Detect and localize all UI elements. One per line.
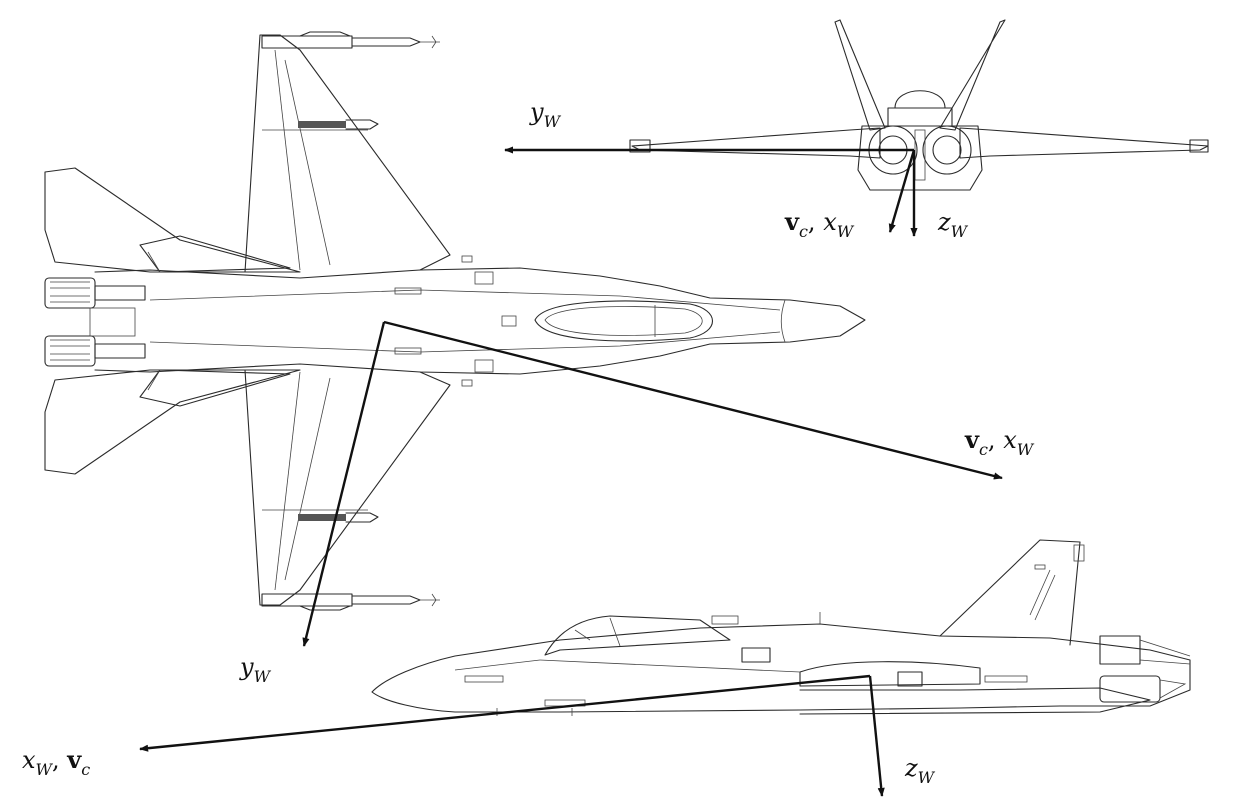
top-y-axis-arrow [302,321,386,647]
aircraft-front-view [629,19,1209,191]
side-x-velocity-label: xW, vc [22,745,90,779]
front-z-axis-label: zW [937,208,969,241]
top-velocity-x-axis-arrow [383,320,1003,480]
side-x-velocity-axis-arrow [139,674,871,752]
aircraft-side-view [371,539,1191,716]
top-view-axes [302,320,1003,647]
side-z-axis-label: zW [904,754,936,787]
front-velocity-x-axis-arrow [888,149,916,233]
front-view-axes [504,146,918,237]
front-velocity-x-label: vc, xW [784,207,855,241]
front-y-axis-label: yW [529,98,562,131]
side-view-axes [139,674,885,797]
aircraft-top-view [44,31,866,611]
top-velocity-x-label: vc, xW [964,425,1035,459]
top-y-axis-label: yW [239,653,272,686]
side-z-axis-arrow [868,675,885,797]
